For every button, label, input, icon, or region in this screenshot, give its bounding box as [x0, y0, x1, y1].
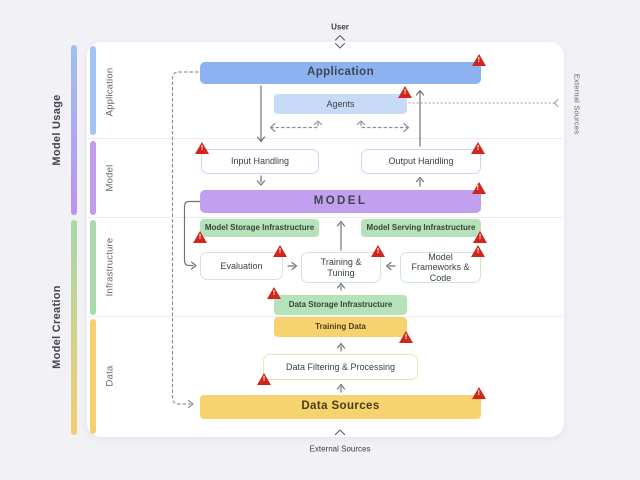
node-model-frameworks-code[interactable]: Model Frameworks & Code	[400, 248, 485, 283]
warning-icon[interactable]	[471, 245, 485, 257]
warning-icon[interactable]	[471, 142, 485, 154]
node-frameworks-label: Model Frameworks & Code	[411, 251, 470, 283]
node-training-tuning-label: Training & Tuning	[320, 257, 362, 278]
node-data-filtering-processing[interactable]: Data Filtering & Processing	[257, 354, 418, 383]
warning-icon[interactable]	[193, 231, 207, 243]
node-data-sources[interactable]: Data Sources	[200, 390, 486, 419]
warning-icon[interactable]	[472, 387, 486, 399]
model-row-bar	[90, 141, 96, 215]
warning-icon[interactable]	[273, 245, 287, 257]
warning-icon[interactable]	[399, 331, 413, 343]
node-model-storage-infrastructure[interactable]: Model Storage Infrastructure	[193, 219, 319, 241]
node-evaluation[interactable]: Evaluation	[200, 248, 287, 280]
node-output-handling-label: Output Handling	[388, 156, 454, 167]
warning-icon[interactable]	[267, 287, 281, 299]
warning-icon[interactable]	[257, 373, 271, 385]
node-evaluation-label: Evaluation	[220, 260, 263, 271]
node-agents-label: Agents	[326, 98, 355, 109]
row-divider	[88, 217, 563, 218]
node-data-sources-label: Data Sources	[301, 400, 380, 413]
node-application[interactable]: Application	[200, 57, 486, 84]
node-training-tuning[interactable]: Training & Tuning	[301, 248, 385, 283]
node-model-serving-label: Model Serving Infrastructure	[366, 223, 476, 233]
node-input-handling[interactable]: Input Handling	[195, 145, 319, 174]
external-sources-bottom-label: External Sources	[309, 444, 371, 454]
warning-icon[interactable]	[472, 182, 486, 194]
model-usage-bar	[71, 45, 77, 215]
warning-icon[interactable]	[473, 231, 487, 243]
node-model-serving-infrastructure[interactable]: Model Serving Infrastructure	[361, 219, 487, 241]
row-divider	[88, 316, 563, 317]
node-model-label: MODEL	[313, 194, 368, 207]
infrastructure-row-bar	[90, 220, 96, 315]
node-data-storage-label: Data Storage Infrastructure	[288, 300, 393, 310]
node-application-label: Application	[306, 66, 374, 79]
data-row-bar	[90, 319, 96, 434]
warning-icon[interactable]	[398, 86, 412, 98]
node-training-data-label: Training Data	[315, 322, 366, 332]
node-model-storage-label: Model Storage Infrastructure	[204, 223, 315, 233]
node-training-data[interactable]: Training Data	[274, 317, 413, 341]
node-data-storage-infrastructure[interactable]: Data Storage Infrastructure	[267, 290, 407, 315]
warning-icon[interactable]	[371, 245, 385, 257]
node-agents[interactable]: Agents	[274, 89, 412, 114]
row-divider	[88, 138, 563, 139]
warning-icon[interactable]	[195, 142, 209, 154]
user-label: User	[331, 22, 349, 32]
warning-icon[interactable]	[472, 54, 486, 66]
application-row-bar	[90, 46, 96, 135]
node-output-handling[interactable]: Output Handling	[361, 145, 485, 174]
node-model[interactable]: MODEL	[200, 185, 486, 213]
node-input-handling-label: Input Handling	[230, 156, 290, 167]
model-creation-bar	[71, 220, 77, 435]
node-data-filtering-label: Data Filtering & Processing	[285, 361, 396, 372]
